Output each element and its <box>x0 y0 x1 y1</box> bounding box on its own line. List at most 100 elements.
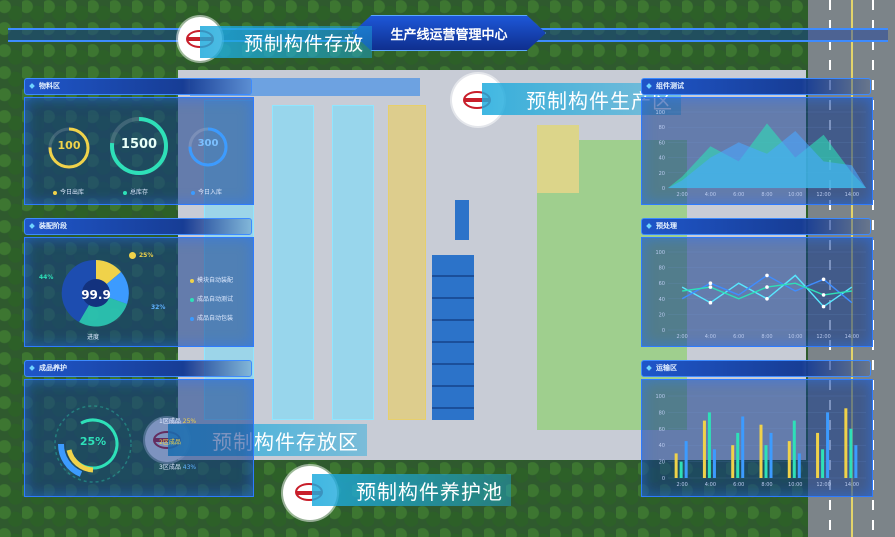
curing-panel: 25% 1区成品 25% 2区成品 3区成品 43% <box>24 379 254 497</box>
x-tick-label: 8:00 <box>761 334 772 340</box>
assembly-panel: 99.9 进度 25% 44% 32% 模块自动装配 成品自动测试 成品自动包装 <box>24 237 254 347</box>
assembly-percent-top: 25% <box>129 252 153 259</box>
line-point <box>765 297 769 301</box>
bar <box>849 428 853 478</box>
bar <box>684 441 688 478</box>
yellow-building <box>537 125 579 193</box>
bar <box>826 412 830 478</box>
x-tick-label: 6:00 <box>733 334 744 340</box>
legend-today-in: 今日入库 <box>191 187 222 196</box>
bar <box>797 453 801 478</box>
assembly-percent-right: 32% <box>151 304 166 311</box>
materials-panel-title: 物料区 <box>24 78 252 95</box>
x-tick-label: 8:00 <box>761 482 772 488</box>
bar <box>787 441 791 478</box>
assembly-percent-left: 44% <box>39 274 54 281</box>
bar <box>792 420 796 478</box>
y-tick-label: 20 <box>659 171 665 177</box>
y-tick-label: 100 <box>655 394 665 400</box>
materials-panel: 100 1500 300 今日出库 总库存 今日入库 <box>24 97 254 205</box>
zone-label-storage-top: 预制构件存放 <box>200 26 373 58</box>
component-test-panel-title: 组件测试 <box>641 78 871 95</box>
curing-row-2: 2区成品 <box>159 439 181 446</box>
ring-today-in <box>188 127 228 167</box>
y-tick-label: 100 <box>655 250 665 256</box>
transport-panel-title: 运输区 <box>641 360 871 377</box>
zone-label-curing-pool: 预制构件养护池 <box>312 474 511 506</box>
ring-today-out <box>48 127 90 169</box>
ring-value-today-out: 100 <box>57 139 81 152</box>
y-tick-label: 60 <box>659 281 665 287</box>
bar <box>816 432 820 478</box>
road-lane-line <box>872 0 874 537</box>
bar <box>854 445 858 478</box>
bar <box>844 408 848 478</box>
y-tick-label: 0 <box>662 328 665 334</box>
assembly-center-value: 99.9 <box>81 288 111 302</box>
x-tick-label: 12:00 <box>816 482 830 488</box>
y-tick-label: 80 <box>659 125 665 131</box>
legend-auto-assembly: 模块自动装配 <box>190 275 233 284</box>
y-tick-label: 0 <box>662 476 665 482</box>
y-tick-label: 0 <box>662 186 665 192</box>
bar <box>679 461 683 478</box>
curing-center-value: 25% <box>79 435 107 448</box>
x-tick-label: 14:00 <box>845 192 859 198</box>
line-point <box>821 293 826 297</box>
x-tick-label: 14:00 <box>845 334 859 340</box>
ring-value-total-stock: 1500 <box>120 137 158 152</box>
x-tick-label: 8:00 <box>761 192 772 198</box>
y-tick-label: 60 <box>659 140 665 146</box>
y-tick-label: 100 <box>655 110 665 116</box>
pretreat-panel-title: 预处理 <box>641 218 871 235</box>
x-tick-label: 14:00 <box>845 482 859 488</box>
x-tick-label: 10:00 <box>788 482 802 488</box>
x-tick-label: 12:00 <box>816 334 830 340</box>
y-tick-label: 40 <box>659 443 665 449</box>
curing-strip <box>388 105 426 420</box>
line-point <box>708 281 713 285</box>
ring-total-stock <box>110 117 168 175</box>
line-point <box>708 300 713 305</box>
bar <box>702 420 706 478</box>
x-tick-label: 4:00 <box>705 334 716 340</box>
bar <box>764 445 768 478</box>
bar <box>759 424 763 478</box>
line-point <box>821 277 826 282</box>
assembly-center-label: 进度 <box>87 334 100 341</box>
curing-row-1: 1区成品 25% <box>159 418 197 425</box>
x-tick-label: 12:00 <box>816 192 830 198</box>
legend-auto-pack: 成品自动包装 <box>190 313 233 322</box>
storage-strip <box>272 105 314 420</box>
y-tick-label: 20 <box>659 460 665 466</box>
container <box>455 200 469 240</box>
curing-row-3: 3区成品 43% <box>159 464 197 471</box>
x-tick-label: 4:00 <box>705 482 716 488</box>
bar <box>712 449 716 478</box>
legend-today-out: 今日出库 <box>53 187 84 196</box>
bar <box>674 453 678 478</box>
bar <box>741 416 745 478</box>
line-point <box>765 285 769 289</box>
bar <box>731 445 735 478</box>
assembly-panel-title: 装配阶段 <box>24 218 252 235</box>
y-tick-label: 80 <box>659 266 665 272</box>
curing-gauge <box>54 405 132 483</box>
y-tick-label: 40 <box>659 297 665 303</box>
bar <box>821 449 825 478</box>
line-point <box>708 285 713 289</box>
curing-panel-title: 成品养护 <box>24 360 252 377</box>
x-tick-label: 2:00 <box>677 334 688 340</box>
assembly-rose-chart <box>61 259 129 327</box>
bar <box>736 432 740 478</box>
x-tick-label: 6:00 <box>733 482 744 488</box>
line-point <box>765 273 769 278</box>
x-tick-label: 2:00 <box>677 192 688 198</box>
area-series <box>668 131 866 188</box>
legend-auto-test: 成品自动测试 <box>190 294 233 303</box>
y-tick-label: 80 <box>659 410 665 416</box>
